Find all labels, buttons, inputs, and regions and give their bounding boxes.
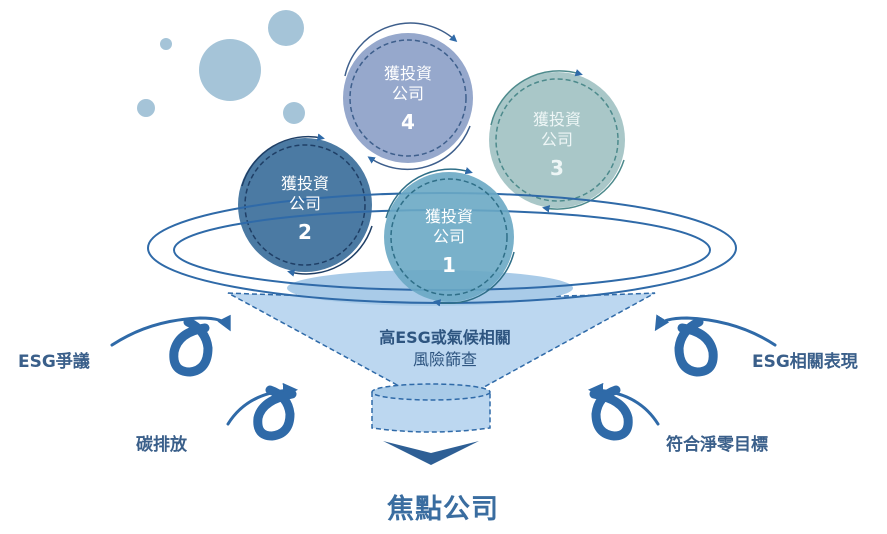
funnel-neck-top [371, 383, 491, 401]
curl-arrow-right-top [654, 314, 777, 377]
company-name-line2: 公司 [432, 227, 465, 246]
company-number: 3 [550, 156, 564, 180]
bubble [268, 10, 304, 46]
company-ball-3 [489, 69, 625, 213]
bubble [137, 99, 155, 117]
curl-arrow-right-bottom [588, 382, 660, 441]
company-name-line1: 獲投資 [532, 110, 581, 129]
company-ball-4-label: 獲投資 公司 4 [358, 64, 458, 132]
company-number: 1 [442, 253, 456, 277]
company-name-line1: 獲投資 [280, 174, 329, 193]
bubble [160, 38, 172, 50]
company-name-line2: 公司 [288, 194, 321, 213]
screening-label: 高ESG或氣候相關 風險篩查 [310, 327, 580, 371]
company-ball-3-label: 獲投資 公司 3 [507, 110, 607, 178]
curl-arrow-left-top [110, 314, 231, 377]
input-carbon-emissions: 碳排放 [136, 435, 187, 455]
company-name-line2: 公司 [540, 130, 573, 149]
curl-arrow-left-bottom [226, 382, 298, 441]
company-ball-4 [343, 22, 473, 171]
input-net-zero: 符合淨零目標 [666, 435, 768, 455]
bubble [283, 102, 305, 124]
company-ball-2 [238, 133, 373, 277]
input-esg-controversy: ESG爭議 [18, 352, 90, 372]
company-ball-2-label: 獲投資 公司 2 [255, 174, 355, 242]
company-name-line2: 公司 [391, 84, 424, 103]
input-esg-performance: ESG相關表現 [752, 352, 858, 372]
screening-label-line2: 風險篩查 [412, 350, 477, 369]
company-number: 2 [298, 220, 312, 244]
company-ball-1-label: 獲投資 公司 1 [399, 207, 499, 275]
focus-companies-title: 焦點公司 [387, 494, 499, 525]
bubble [199, 39, 261, 101]
funnel-neck [371, 392, 491, 433]
company-name-line1: 獲投資 [424, 207, 473, 226]
down-arrow-icon [383, 441, 479, 465]
company-ball-1 [384, 167, 515, 307]
company-name-line1: 獲投資 [383, 64, 432, 83]
screening-label-line1: 高ESG或氣候相關 [379, 328, 511, 347]
company-number: 4 [401, 110, 415, 134]
